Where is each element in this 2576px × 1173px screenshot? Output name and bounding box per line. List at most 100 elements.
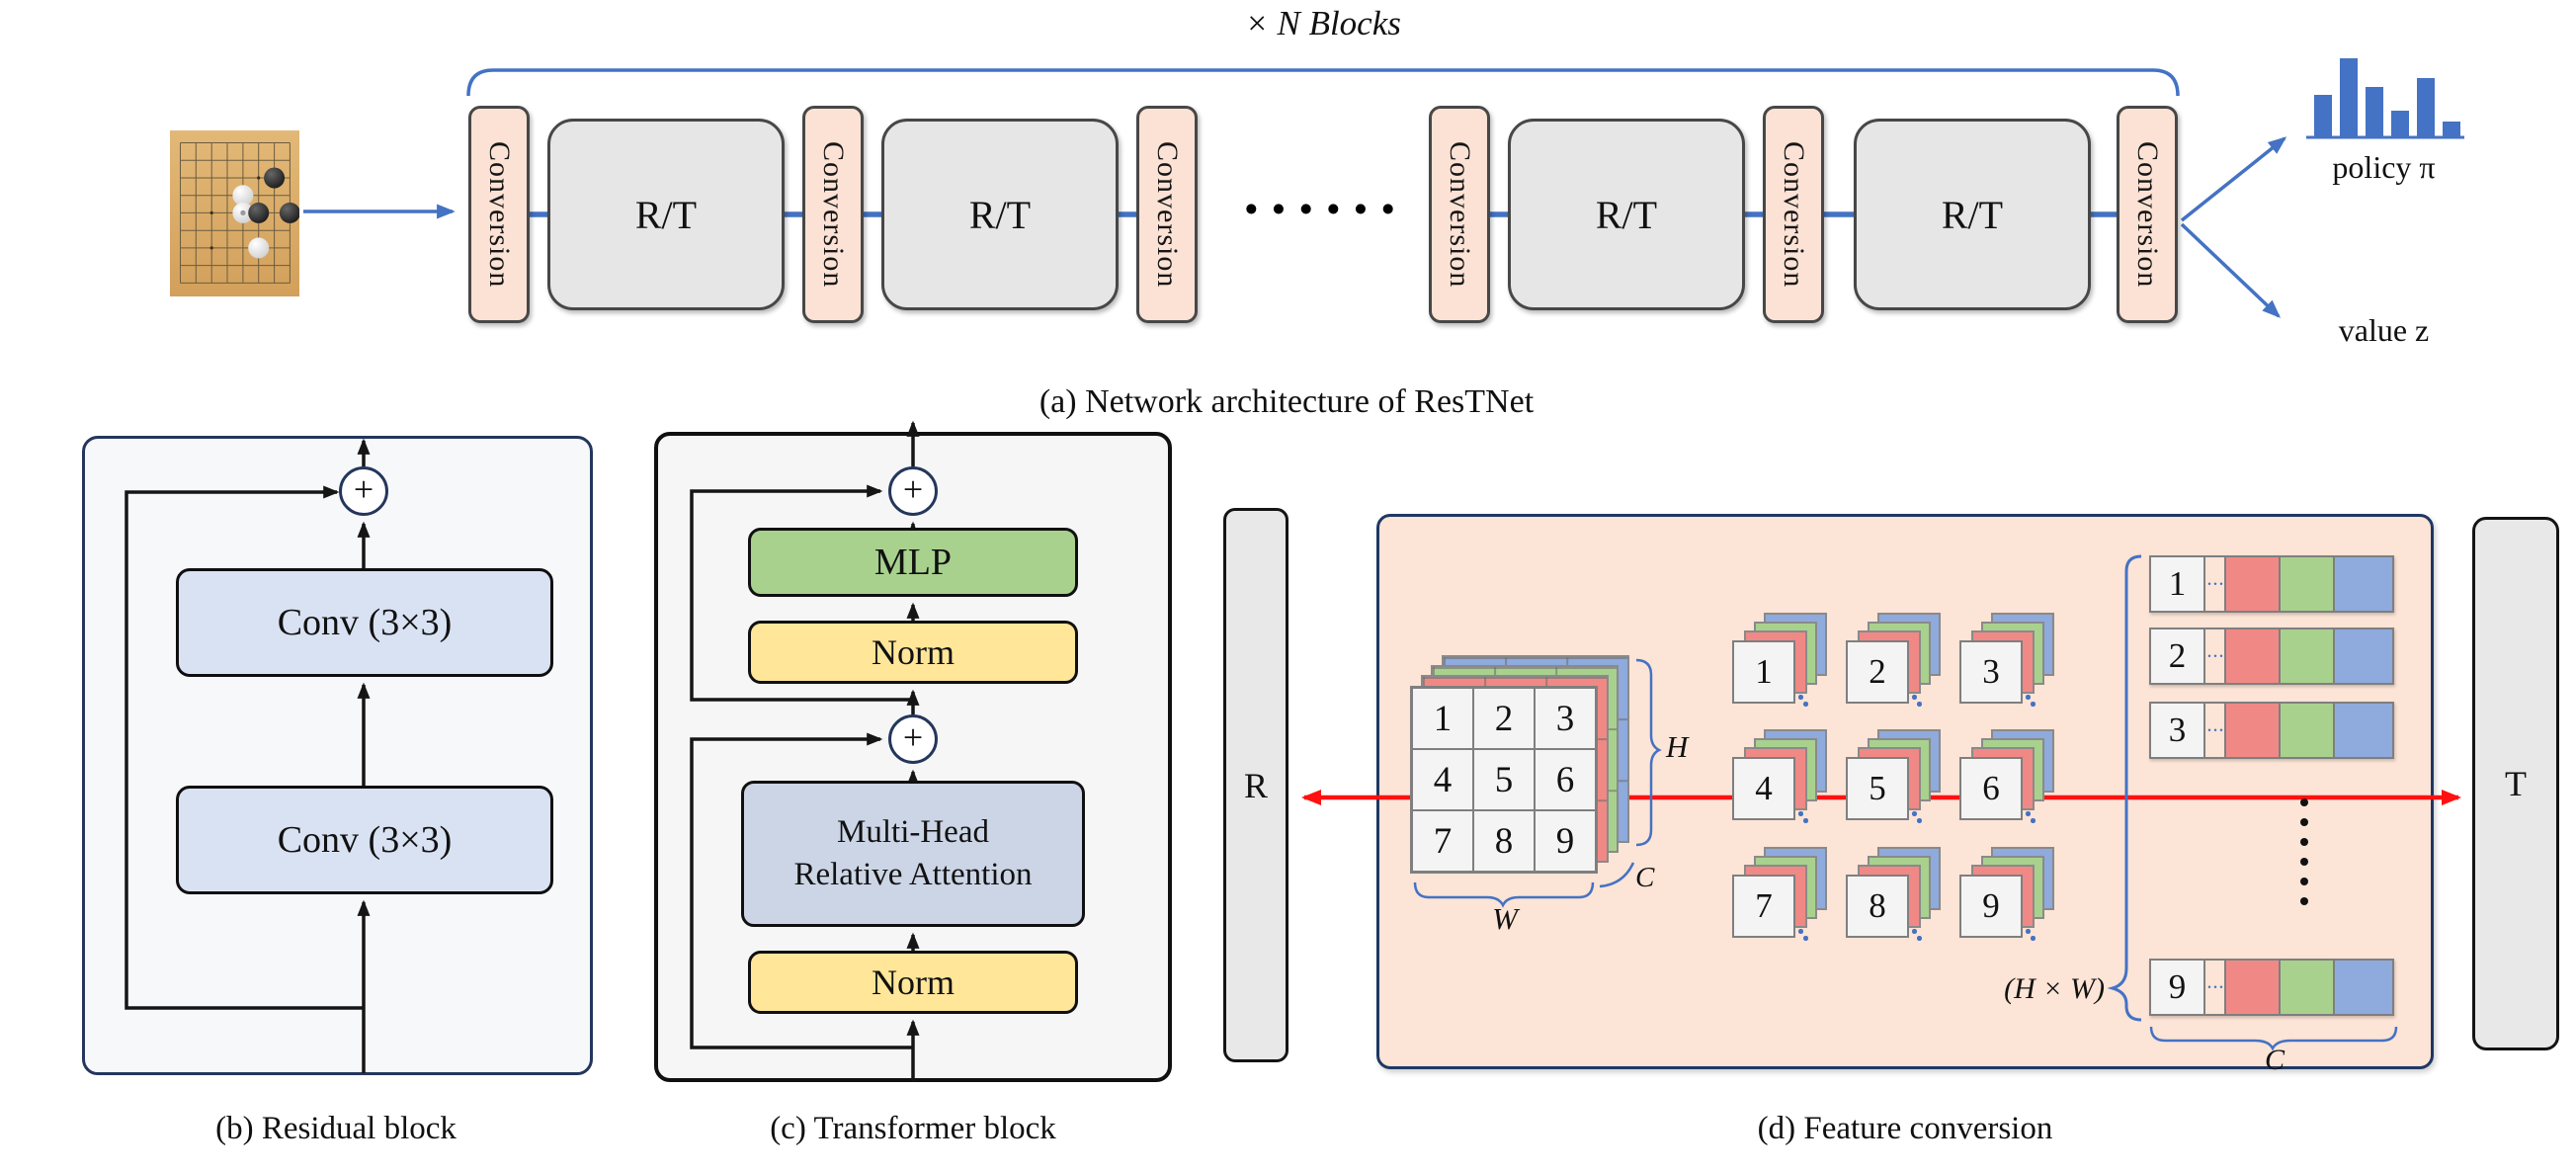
caption-a: (a) Network architecture of ResTNet [1039, 383, 1535, 420]
r-representation-box: R [1223, 508, 1288, 1062]
rt-block-2: R/T [881, 119, 1119, 310]
height-label: H [1666, 729, 1689, 764]
rt-block-1: R/T [547, 119, 785, 310]
rows-brace [2107, 554, 2142, 1022]
conversion-block-5: Conversion [1763, 106, 1824, 323]
feature-row: 1··· [2149, 555, 2394, 613]
policy-bar [2340, 58, 2358, 136]
go-board-svg [170, 130, 300, 296]
residual-block-outline [82, 436, 593, 1075]
policy-bar-chart [2314, 51, 2462, 136]
stack-number: 7 [1732, 875, 1795, 938]
grid-cell: 7 [1412, 810, 1473, 872]
stack-number: 8 [1846, 875, 1909, 938]
row-ellipsis: ··· [2205, 704, 2226, 757]
plus-icon: + [902, 717, 924, 757]
row-cell-red [2226, 704, 2281, 757]
row-cell-red [2226, 629, 2281, 683]
transformer-arrows [690, 420, 920, 1081]
norm-box-upper: Norm [748, 621, 1078, 684]
row-ellipsis: ··· [2205, 557, 2226, 611]
stack-number: 9 [1959, 875, 2023, 938]
stack-more-dots [1803, 818, 1808, 823]
stack-more-dots [1917, 936, 1922, 941]
stack-number: 3 [1959, 640, 2023, 704]
conversion-block-6: Conversion [2117, 106, 2178, 323]
row-cell-green [2281, 961, 2335, 1014]
feature-stack: 1 [1732, 613, 1831, 735]
policy-bar [2366, 87, 2383, 136]
grid-cell: 5 [1473, 749, 1535, 810]
conversion-block-3: Conversion [1136, 106, 1198, 323]
stack-number: 1 [1732, 640, 1795, 704]
n-blocks-brace [466, 68, 2180, 97]
caption-c: (c) Transformer block [770, 1111, 1056, 1146]
row-cell-green [2281, 704, 2335, 757]
feature-stack: 2 [1846, 613, 1945, 735]
stack-number: 5 [1846, 757, 1909, 820]
feature-stack: 4 [1732, 729, 1831, 852]
stack-more-dots [1803, 936, 1808, 941]
rt-block-4: R/T [1854, 119, 2091, 310]
feature-row: 2··· [2149, 628, 2394, 685]
feature-stack: 5 [1846, 729, 1945, 852]
conversion-block-1: Conversion [468, 106, 530, 323]
grid-cell: 4 [1412, 749, 1473, 810]
row-number: 2 [2151, 629, 2205, 683]
row-ellipsis: ··· [2205, 629, 2226, 683]
feature-stack: 8 [1846, 847, 1945, 969]
policy-bar [2443, 122, 2460, 136]
stack-more-dots [2031, 936, 2036, 941]
caption-d: (d) Feature conversion [1757, 1111, 2053, 1146]
row-cell-blue [2335, 629, 2392, 683]
stack-more-dots [2031, 818, 2036, 823]
plus-icon: + [902, 469, 924, 509]
stack-more-dots [1917, 818, 1922, 823]
n-blocks-label: × N Blocks [1245, 4, 1401, 42]
feature-stack: 6 [1959, 729, 2058, 852]
row-cell-blue [2335, 557, 2392, 611]
policy-bar [2391, 111, 2409, 136]
transformer-add-circle-top: + [888, 466, 938, 516]
grid-cell: 9 [1535, 810, 1596, 872]
stack-number: 6 [1959, 757, 2023, 820]
channel-label-bottom: C [2264, 1044, 2285, 1076]
conversion-block-2: Conversion [802, 106, 864, 323]
row-cell-green [2281, 557, 2335, 611]
grid-cell: 1 [1412, 688, 1473, 749]
conv-box-bottom: Conv (3×3) [176, 786, 553, 894]
row-number: 9 [2151, 961, 2205, 1014]
stack-more-dots [1917, 702, 1922, 707]
grid-cell: 2 [1473, 688, 1535, 749]
vertical-ellipsis-dots [2300, 798, 2308, 905]
feature-stack: 9 [1959, 847, 2058, 969]
row-cell-red [2226, 961, 2281, 1014]
policy-bar [2314, 95, 2332, 136]
feature-row: 3··· [2149, 702, 2394, 759]
hw-label: (H × W) [2004, 972, 2105, 1005]
t-representation-box: T [2472, 517, 2559, 1050]
row-cell-red [2226, 557, 2281, 611]
grid-cell: 6 [1535, 749, 1596, 810]
stack-more-dots [1803, 702, 1808, 707]
go-board-image [170, 130, 300, 296]
stack-more-dots [2031, 702, 2036, 707]
feature-row: 9··· [2149, 959, 2394, 1016]
row-cell-blue [2335, 961, 2392, 1014]
residual-arrows [125, 438, 371, 1073]
feature-stack: 3 [1959, 613, 2058, 735]
output-fork-value [2180, 222, 2282, 318]
stack-number: 4 [1732, 757, 1795, 820]
mlp-box: MLP [748, 528, 1078, 597]
output-fork-policy [2180, 136, 2287, 222]
h-brace [1635, 658, 1662, 847]
conversion-block-4: Conversion [1429, 106, 1490, 323]
w-brace [1413, 881, 1595, 908]
grid-cell: 3 [1535, 688, 1596, 749]
policy-output-label: policy π [2332, 149, 2436, 185]
row-number: 1 [2151, 557, 2205, 611]
row-cell-blue [2335, 704, 2392, 757]
rt-block-3: R/T [1508, 119, 1745, 310]
row-cell-green [2281, 629, 2335, 683]
